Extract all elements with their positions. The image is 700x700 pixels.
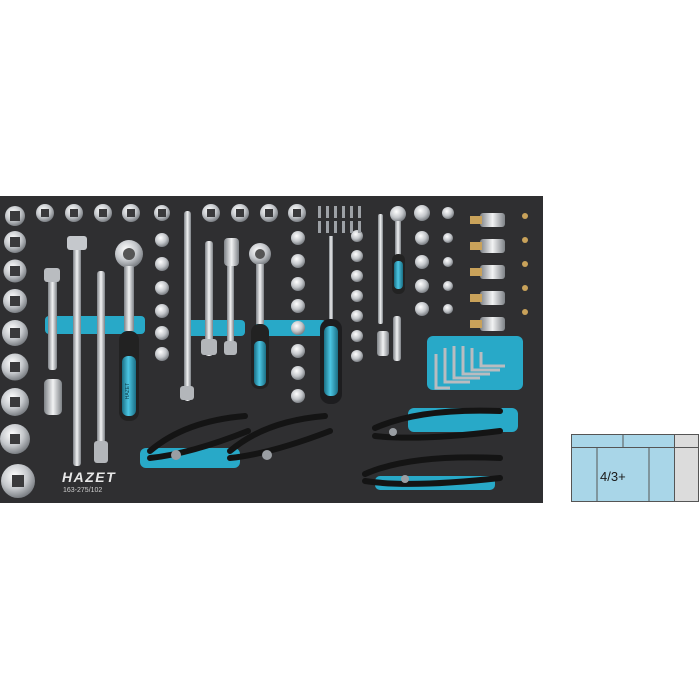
hex-key-set bbox=[434, 346, 505, 390]
screwdriver bbox=[320, 236, 342, 404]
extension-bars bbox=[44, 211, 401, 466]
module-size-label: 4/3+ bbox=[600, 469, 626, 484]
diagram-top-strip-empty bbox=[674, 434, 699, 448]
ratchet-small bbox=[390, 206, 406, 294]
brand-logo: HAZET bbox=[62, 469, 117, 485]
socket-grid-middle bbox=[155, 205, 454, 403]
svg-text:HAZET: HAZET bbox=[125, 383, 131, 399]
part-number: 163-275/102 bbox=[63, 487, 103, 494]
socket-row-top bbox=[36, 204, 306, 222]
ratchet-large: HAZET bbox=[115, 240, 143, 421]
bit-sockets bbox=[470, 213, 505, 331]
tool-tray-insert: HAZET bbox=[0, 196, 543, 503]
ratchet-medium bbox=[249, 243, 271, 389]
plier-pivots bbox=[171, 428, 409, 483]
bit-holder bbox=[318, 206, 361, 233]
diagram-module-empty bbox=[674, 447, 699, 502]
socket-column-large bbox=[0, 206, 35, 498]
module-size-diagram bbox=[571, 434, 699, 502]
circlip-pliers bbox=[147, 407, 503, 487]
bit-pins bbox=[522, 213, 528, 315]
